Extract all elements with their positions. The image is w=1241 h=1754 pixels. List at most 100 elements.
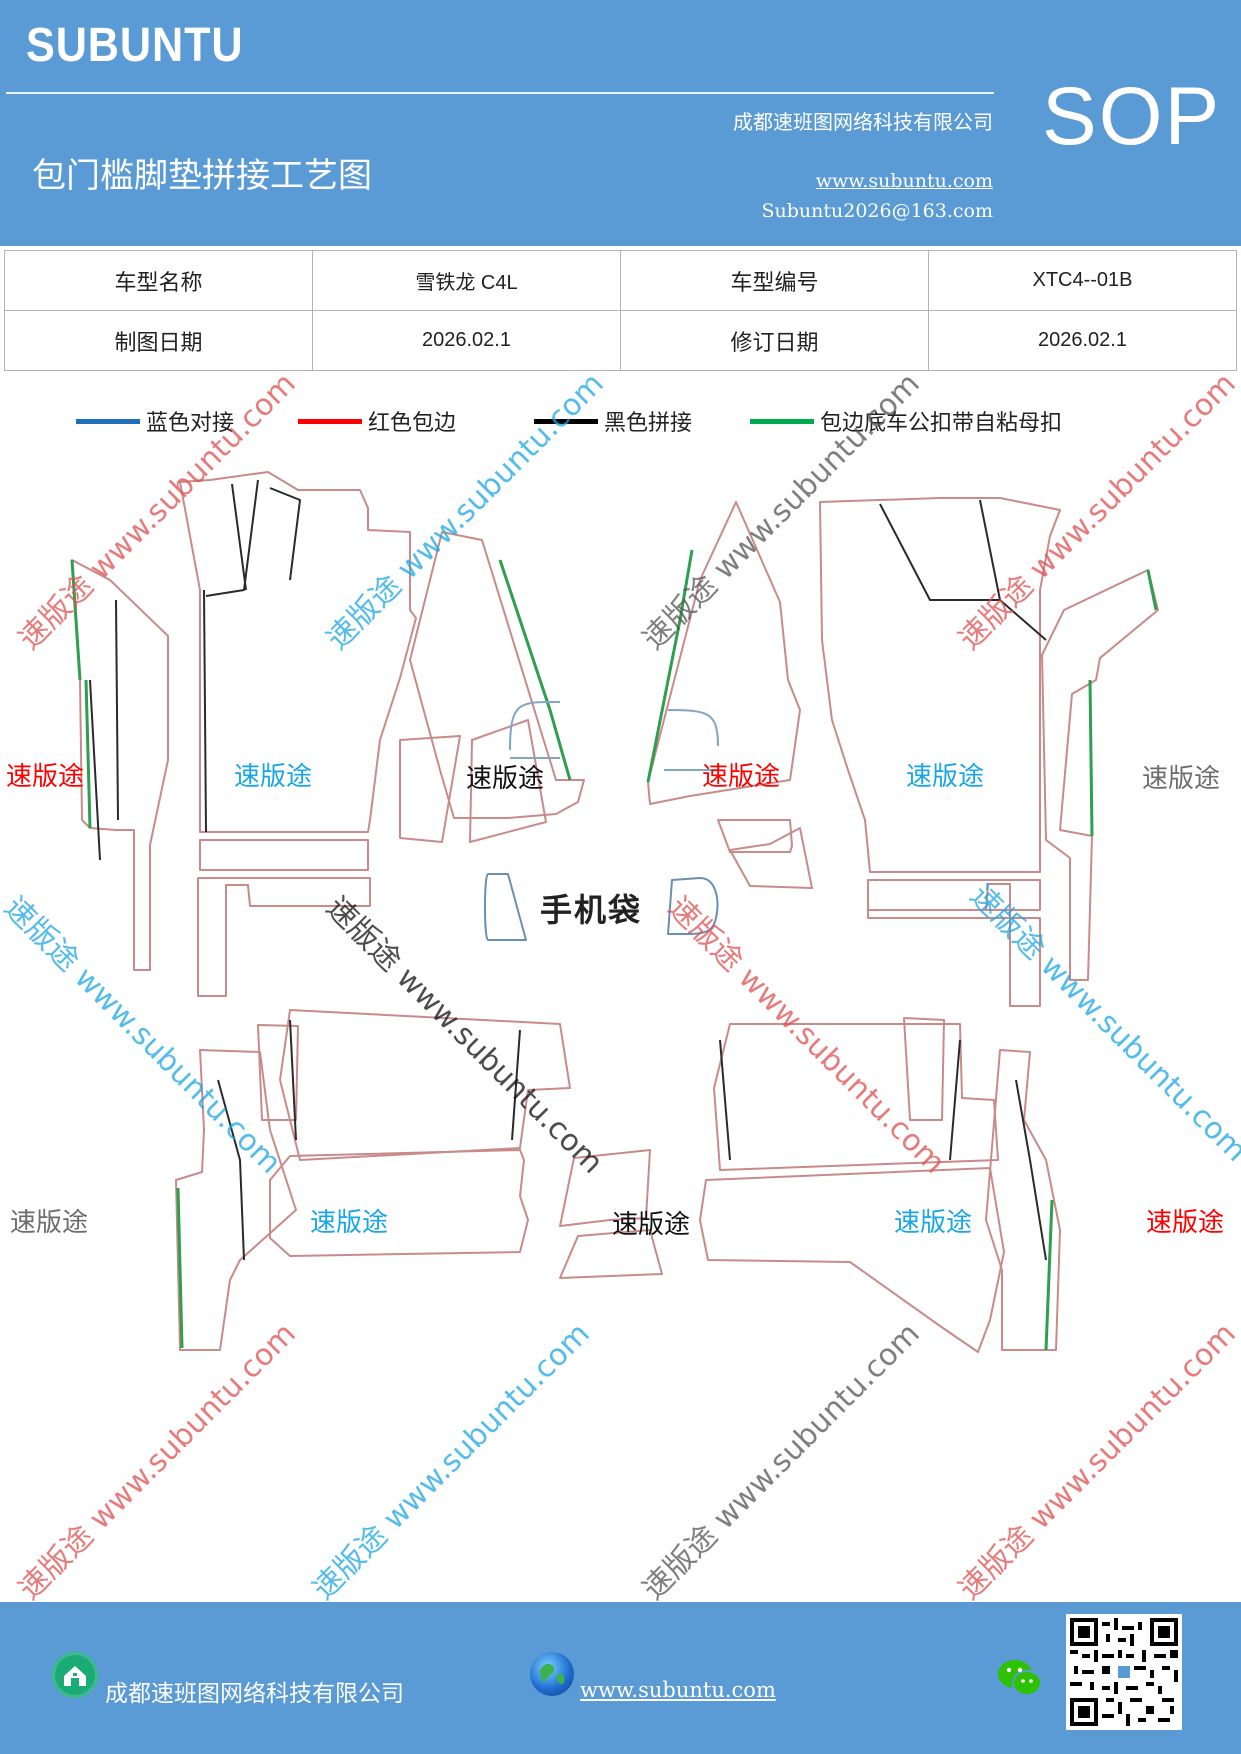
red-edge-outlines <box>71 471 1159 1353</box>
green-edge-3 <box>498 559 572 781</box>
driver-left-panel <box>71 559 169 971</box>
green-edge-6 <box>1088 679 1094 837</box>
passenger-bottom-piece <box>867 883 1041 1007</box>
revise-date-value: 2026.02.1 <box>928 310 1237 371</box>
passenger-side-piece <box>647 501 801 805</box>
footer-banner: 成都速班图网络科技有限公司 www.subuntu.com <box>0 1602 1241 1754</box>
green-edge-7 <box>176 1187 184 1349</box>
legend-label: 包边底车公扣带自粘母扣 <box>820 411 1063 436</box>
legend-item-black: 黑色拼接 <box>534 406 692 436</box>
blue-joint-2 <box>667 709 719 747</box>
passenger-small-1 <box>717 819 793 853</box>
green-edge-8 <box>1044 1199 1054 1351</box>
driver-mat-outline <box>179 471 417 833</box>
legend-label: 蓝色对接 <box>146 411 235 436</box>
legend-item-red: 红色包边 <box>298 406 456 436</box>
driver-side-piece <box>409 531 585 819</box>
green-edge-5 <box>1146 569 1158 611</box>
driver-small-1 <box>399 735 461 843</box>
watermark: 速版途 <box>6 762 85 792</box>
header-company: 成都速班图网络科技有限公司 <box>733 110 993 134</box>
rear-right-mat <box>713 1023 999 1171</box>
header-website-link[interactable]: www.subuntu.com <box>815 170 993 192</box>
draw-date-label: 制图日期 <box>4 310 313 371</box>
rear-right-lower <box>699 1167 1005 1353</box>
draw-date-value: 2026.02.1 <box>312 310 621 371</box>
rear-right-tab <box>903 1017 945 1121</box>
phone-pocket-left <box>484 873 527 941</box>
legend-label: 红色包边 <box>368 411 457 436</box>
floor-mat-drawing <box>70 471 1159 1353</box>
legend-swatch-black <box>534 418 598 424</box>
qr-code[interactable] <box>1066 1614 1182 1730</box>
legend-swatch-blue <box>76 418 140 424</box>
driver-bottom-piece <box>197 877 371 997</box>
blue-butt-joints <box>509 700 719 771</box>
revise-date-label: 修订日期 <box>620 310 929 371</box>
driver-small-2 <box>469 719 547 843</box>
seam-driver-left <box>89 599 119 861</box>
black-seam-lines <box>89 479 1047 1261</box>
seam-driver <box>203 479 259 833</box>
watermark: 速版途 <box>1142 764 1221 794</box>
rear-left-side <box>175 1049 297 1351</box>
seam-rear-left-side <box>217 1079 245 1261</box>
model-name-label: 车型名称 <box>4 250 313 311</box>
model-name-value: 雪铁龙 C4L <box>312 250 621 311</box>
legend-item-blue: 蓝色对接 <box>76 406 234 436</box>
table-row: 制图日期 2026.02.1 修订日期 2026.02.1 <box>4 310 1237 371</box>
rear-right-side <box>985 1049 1061 1351</box>
header-banner: SUBUNTU 成都速班图网络科技有限公司 包门槛脚垫拼接工艺图 www.sub… <box>0 0 1241 246</box>
header-email[interactable]: Subuntu2026@163.com <box>761 200 993 222</box>
phone-pocket-label: 手机袋 <box>540 891 643 929</box>
green-edge-4 <box>646 549 694 783</box>
info-table: 车型名称 雪铁龙 C4L 车型编号 XTC4--01B 制图日期 2026.02… <box>4 250 1237 371</box>
passenger-small-2 <box>729 827 813 889</box>
brand-logo: SUBUNTU <box>26 19 244 72</box>
home-icon <box>52 1652 98 1698</box>
watermark: 速版途 <box>894 1208 973 1238</box>
page-title: 包门槛脚垫拼接工艺图 <box>32 156 372 196</box>
rear-left-mat <box>279 1009 571 1161</box>
watermark: 速版途 <box>10 1208 89 1238</box>
watermark: 速版途 <box>466 764 545 794</box>
globe-icon <box>530 1652 574 1696</box>
legend-swatch-red <box>298 418 362 424</box>
driver-strip <box>199 839 369 871</box>
header-divider <box>6 92 994 94</box>
passenger-strip <box>867 879 1041 911</box>
rear-left-lower <box>269 1149 529 1257</box>
seam-passenger-2 <box>979 499 1001 601</box>
passenger-right-panel <box>1041 569 1159 981</box>
watermark: 速版途 <box>612 1210 691 1240</box>
wechat-icon[interactable] <box>996 1656 1044 1700</box>
model-code-value: XTC4--01B <box>928 250 1237 311</box>
watermark: 速版途 <box>1146 1208 1225 1238</box>
sop-label: SOP <box>1042 71 1222 162</box>
seam-rear-right-side <box>1015 1079 1047 1261</box>
green-edge-2 <box>84 679 92 829</box>
footer-website-link[interactable]: www.subuntu.com <box>580 1678 776 1702</box>
watermark: 速版途 <box>702 762 781 792</box>
table-row: 车型名称 雪铁龙 C4L 车型编号 XTC4--01B <box>4 250 1237 311</box>
legend-swatch-green <box>750 418 814 424</box>
phone-pocket-shapes <box>484 873 719 941</box>
tunnel-upper <box>559 1149 651 1227</box>
seam-passenger <box>879 503 1047 641</box>
passenger-mat-outline <box>819 497 1061 873</box>
watermark: 速版途 <box>310 1208 389 1238</box>
seam-driver-heel <box>231 483 301 591</box>
watermark: 速版途 <box>234 762 313 792</box>
phone-pocket-right <box>667 877 719 936</box>
seam-rear-left <box>289 1019 521 1141</box>
legend-label: 黑色拼接 <box>604 411 693 436</box>
seam-rear-right <box>719 1039 961 1161</box>
tunnel-lower <box>559 1229 663 1279</box>
blue-joint-1 <box>509 700 561 751</box>
model-code-label: 车型编号 <box>620 250 929 311</box>
watermark: 速版途 <box>906 762 985 792</box>
footer-company: 成都速班图网络科技有限公司 <box>105 1681 404 1707</box>
legend-item-green: 包边底车公扣带自粘母扣 <box>750 406 1062 436</box>
green-edge-1 <box>70 559 82 681</box>
green-velcro-edges <box>70 549 1158 1351</box>
